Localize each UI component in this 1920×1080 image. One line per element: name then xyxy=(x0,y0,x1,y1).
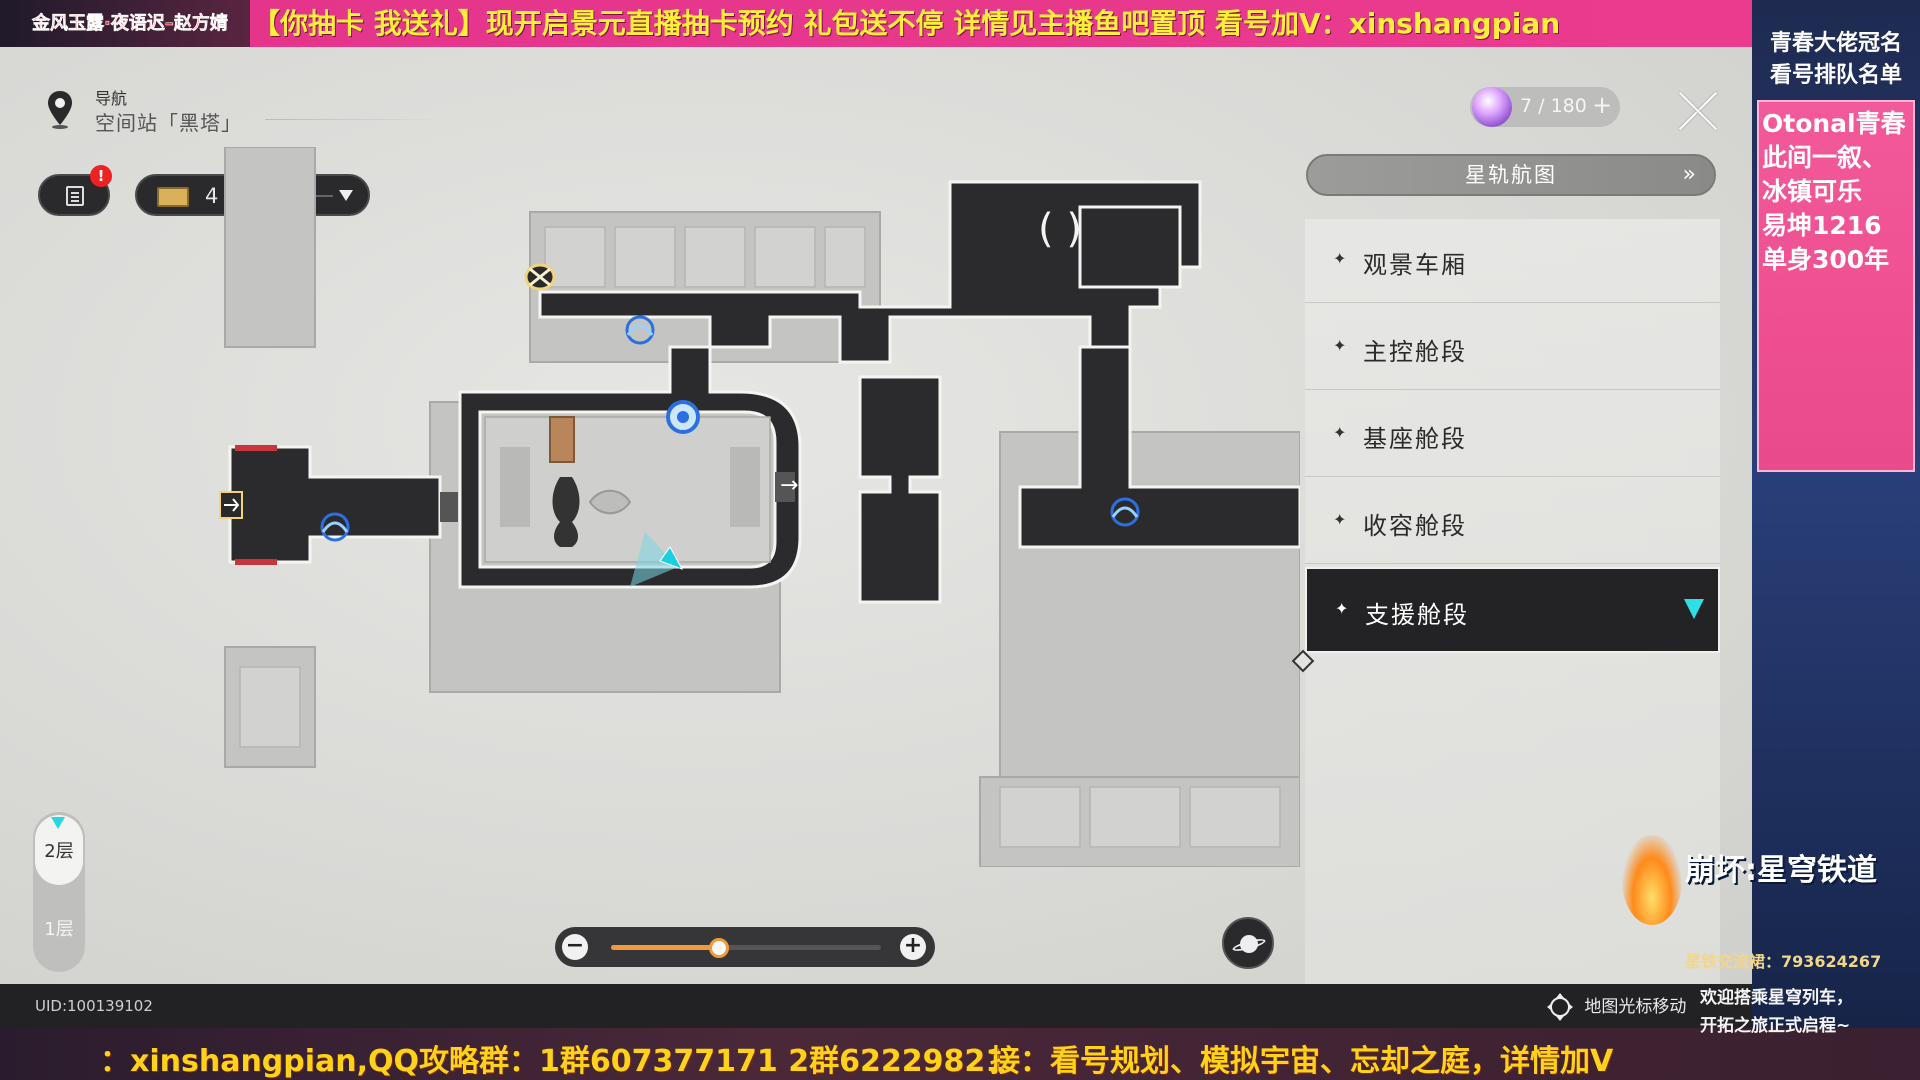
treasure-chest-icon xyxy=(157,187,189,207)
current-floor-marker-icon xyxy=(51,817,65,829)
queue-name: 冰镇可乐 xyxy=(1762,177,1863,206)
nav-title: 导航 xyxy=(95,89,128,108)
chevron-down-icon[interactable] xyxy=(339,190,353,201)
queue-name: 单身300年 xyxy=(1762,245,1890,274)
welcome-line-1: 欢迎搭乘星穹列车， xyxy=(1700,988,1853,1008)
space-anchor-icon[interactable] xyxy=(625,315,655,345)
player-position-icon xyxy=(630,532,684,587)
sponsor-header: 青春大佬冠名 看号排队名单 xyxy=(1752,28,1920,92)
floor-2-label[interactable]: 2层 xyxy=(44,841,74,862)
stream-marquee: 【你抽卡 我送礼】现开启景元直播抽卡预约 礼包送不停 详情见主播鱼吧置顶 看号加… xyxy=(252,7,1561,40)
diamond-icon: ✦ xyxy=(1333,336,1347,355)
current-location-marker-icon xyxy=(1684,599,1704,619)
diamond-icon: ✦ xyxy=(1333,423,1347,442)
zoom-out-button[interactable]: − xyxy=(562,934,588,960)
cursor-move-hint: 地图光标移动 xyxy=(1545,992,1686,1021)
zone-label: 主控舱段 xyxy=(1363,338,1467,366)
queue-list-box xyxy=(1757,100,1915,472)
zone-label: 观景车厢 xyxy=(1363,251,1467,279)
trailblaze-power-value: 7 / 180 xyxy=(1520,95,1587,117)
cursor-move-label: 地图光标移动 xyxy=(1584,997,1687,1017)
zone-label: 收容舱段 xyxy=(1363,512,1467,540)
nav-divider xyxy=(265,119,445,120)
zone-item-storage-zone[interactable]: ✦ 收容舱段 xyxy=(1305,480,1720,564)
zoom-slider-fill xyxy=(611,945,719,950)
trailblaze-power[interactable]: 7 / 180 + xyxy=(1470,87,1620,127)
trailblaze-power-icon xyxy=(1472,87,1512,127)
planet-view-button[interactable] xyxy=(1222,917,1274,969)
queue-name: 易坤1216 xyxy=(1762,211,1882,240)
close-map-button[interactable] xyxy=(1676,89,1720,133)
community-group: 星铁交流裙：793624267 xyxy=(1685,952,1882,971)
zoom-slider-handle[interactable] xyxy=(709,938,729,958)
floor-1-button[interactable]: 1层 xyxy=(44,919,74,940)
welcome-line-2: 开拓之旅正式启程~ xyxy=(1700,1016,1851,1036)
diamond-icon: ✦ xyxy=(1333,249,1347,268)
stream-top-banner xyxy=(0,0,1920,47)
game-footer: UID:100139102 地图光标移动 xyxy=(0,984,1752,1028)
navigation-header: 导航 空间站「黑塔」 xyxy=(45,85,445,145)
star-rail-label: 星轨航图 xyxy=(1465,163,1557,187)
diamond-icon: ✦ xyxy=(1333,510,1347,529)
planet-icon xyxy=(1240,935,1258,953)
svg-text:( ): ( ) xyxy=(1038,206,1082,252)
space-anchor-icon[interactable] xyxy=(1110,497,1140,527)
zone-item-base-zone[interactable]: ✦ 基座舱段 xyxy=(1305,393,1720,477)
game-logo-title: 崩坏:星穹铁道 xyxy=(1685,853,1877,888)
game-logo-emblem xyxy=(1622,835,1682,925)
location-pin-icon xyxy=(48,91,72,129)
queue-name: Otonal青春 xyxy=(1762,109,1906,138)
ticker-contact: ：xinshangpian,QQ攻略群：1群607377171 2群622298… xyxy=(100,1044,1007,1079)
zone-label: 基座舱段 xyxy=(1363,425,1467,453)
notification-badge: ! xyxy=(90,165,112,187)
chest-divider xyxy=(307,195,333,197)
welcome-text: 欢迎搭乘星穹列车， 开拓之旅正式启程~ xyxy=(1700,984,1853,1040)
zone-item-supply-zone[interactable]: ✦ 支援舱段 xyxy=(1305,567,1720,653)
zone-item-master-control[interactable]: ✦ 主控舱段 xyxy=(1305,306,1720,390)
zoom-control: − + xyxy=(555,927,935,967)
double-chevron-right-icon: » xyxy=(1682,162,1698,187)
document-icon xyxy=(66,186,84,206)
stream-song-tag: 金风玉露·夜语迟–赵方婧 xyxy=(0,0,250,47)
teleport-anchor-icon[interactable] xyxy=(524,263,556,291)
add-power-button[interactable]: + xyxy=(1592,91,1613,119)
area-map[interactable]: → ( ) xyxy=(200,147,1300,867)
ticker-services: 接：看号规划、模拟宇宙、忘却之庭，详情加V xyxy=(990,1044,1614,1079)
game-map-view: 导航 空间站「黑塔」 ! 4 / 7 7 / 180 + 星轨航图 » xyxy=(0,47,1752,984)
current-location: 空间站「黑塔」 xyxy=(95,111,242,135)
queue-name: 此间一叙、 xyxy=(1762,143,1888,172)
arrow-right-icon: → xyxy=(780,473,798,498)
diamond-icon: ✦ xyxy=(1335,599,1349,618)
dpad-icon xyxy=(1547,993,1573,1021)
player-uid: UID:100139102 xyxy=(35,997,153,1015)
spacetime-domain-icon[interactable] xyxy=(666,400,700,434)
exit-door-icon[interactable] xyxy=(219,491,243,519)
stream-bottom-ticker: ：xinshangpian,QQ攻略群：1群607377171 2群622298… xyxy=(0,1028,1920,1080)
zoom-slider[interactable] xyxy=(611,938,881,958)
queue-title: 看号排队名单 xyxy=(1769,63,1902,88)
space-anchor-icon[interactable] xyxy=(320,512,350,542)
sponsor-title: 青春大佬冠名 xyxy=(1769,31,1902,56)
star-rail-map-button[interactable]: 星轨航图 » xyxy=(1306,154,1716,196)
zone-label: 支援舱段 xyxy=(1365,601,1469,629)
game-logo: 崩坏:星穹铁道 xyxy=(1625,835,1915,905)
zoom-in-button[interactable]: + xyxy=(900,934,926,960)
zone-item-observation-car[interactable]: ✦ 观景车厢 xyxy=(1305,219,1720,303)
zone-list: ✦ 观景车厢 ✦ 主控舱段 ✦ 基座舱段 ✦ 收容舱段 ✦ 支援舱段 xyxy=(1305,219,1720,984)
